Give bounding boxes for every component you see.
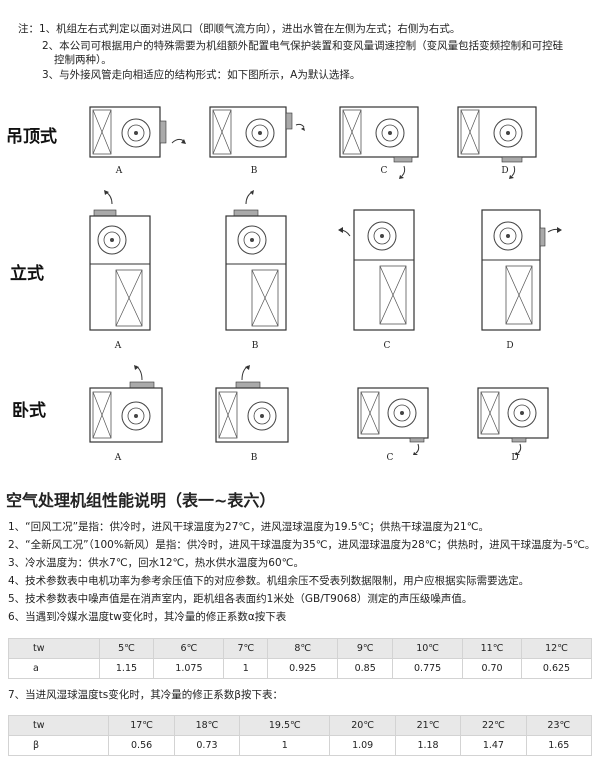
beta-correction-table: tw 17℃ 18℃ 19.5℃ 20℃ 21℃ 22℃ 23℃ β 0.56 … [7,715,593,756]
beta-header-cell: 21℃ [394,715,462,736]
vertical-unit-d-diagram [476,196,566,336]
vertical-unit-c-diagram [334,196,424,336]
beta-value-cell: 0.56 [108,735,175,756]
ceiling-unit-d-diagram [456,103,546,181]
vertical-label-c: C [383,341,391,351]
beta-table-value-row: β 0.56 0.73 1 1.09 1.18 1.47 1.65 [7,735,593,756]
alpha-header-cell: 10℃ [392,638,464,659]
vertical-mount-title: 立式 [10,264,44,284]
note-3: 3、与外接风管走向相适应的结构形式：如下图所示，A为默认选择。 [42,69,361,81]
alpha-value-cell: 1 [223,658,269,679]
alpha-value-cell: 0.70 [462,658,522,679]
alpha-header-cell: tw [8,638,100,659]
alpha-header-cell: 9℃ [337,638,394,659]
point-3: 3、冷水温度为：供水7℃，回水12℃，热水供水温度为60℃。 [8,557,304,569]
beta-table-header-row: tw 17℃ 18℃ 19.5℃ 20℃ 21℃ 22℃ 23℃ [7,715,593,736]
alpha-header-cell: 11℃ [462,638,522,659]
alpha-value-cell: 0.85 [337,658,394,679]
alpha-value-cell: a [8,658,100,679]
ceiling-unit-c-diagram [338,103,428,181]
alpha-table-value-row: a 1.15 1.075 1 0.925 0.85 0.775 0.70 0.6… [8,658,593,679]
alpha-header-cell: 8℃ [267,638,339,659]
horizontal-unit-a-diagram [86,362,170,448]
horizontal-unit-c-diagram [354,380,434,456]
alpha-value-cell: 1.075 [153,658,225,679]
ceiling-mount-title: 吊顶式 [6,127,57,147]
horizontal-unit-d-diagram [474,380,554,456]
point-2: 2、“全新风工况”（100%新风）是指：供冷时，进风干球温度为35℃，进风湿球温… [8,539,596,551]
horizontal-mount-title: 卧式 [12,401,46,421]
ceiling-label-c: C [380,166,388,176]
ceiling-unit-b-diagram [208,103,308,165]
alpha-header-cell: 7℃ [223,638,269,659]
point-5: 5、技术参数表中噪声值是在消声室内，距机组各表面约1米处（GB/T9068）测定… [8,593,473,605]
alpha-table-header-row: tw 5℃ 6℃ 7℃ 8℃ 9℃ 10℃ 11℃ 12℃ [8,638,593,659]
note-2-cont: 控制两种）。 [54,54,112,66]
alpha-value-cell: 0.625 [520,658,593,679]
beta-header-cell: tw [7,715,110,736]
point-1: 1、“回风工况”是指：供冷时，进风干球温度为27℃，进风湿球温度为19.5℃；供… [8,521,490,533]
ceiling-label-a: A [115,166,123,176]
point-4: 4、技术参数表中电机功率为参考余压值下的对应参数。机组余压不受表列数据限制，用户… [8,575,530,587]
horizontal-label-d: D [511,453,519,463]
beta-header-cell: 22℃ [460,715,527,736]
beta-header-cell: 23℃ [525,715,593,736]
vertical-label-d: D [506,341,514,351]
beta-value-cell: 0.73 [173,735,241,756]
vertical-label-b: B [251,341,259,351]
note-1: 注：1、机组左右式判定以面对进风口（即顺气流方向），进出水管在左侧为左式；右侧为… [18,23,461,35]
vertical-unit-b-diagram [220,186,300,336]
alpha-header-cell: 6℃ [153,638,225,659]
horizontal-label-a: A [114,453,122,463]
alpha-correction-table: tw 5℃ 6℃ 7℃ 8℃ 9℃ 10℃ 11℃ 12℃ a 1.15 1.0… [8,638,593,679]
horizontal-unit-b-diagram [212,362,296,448]
alpha-value-cell: 0.775 [392,658,464,679]
alpha-value-cell: 0.925 [267,658,339,679]
point-6: 6、当遇到冷媒水温度tw变化时，其冷量的修正系数α按下表 [8,611,287,623]
point-7: 7、当进风湿球温度ts变化时，其冷量的修正系数β按下表： [8,689,283,701]
vertical-unit-a-diagram [84,186,164,336]
beta-value-cell: 1.47 [460,735,527,756]
note-2: 2、本公司可根据用户的特殊需要为机组额外配置电气保护装置和变风量调速控制（变风量… [42,40,564,52]
ceiling-label-b: B [250,166,258,176]
beta-header-cell: 17℃ [108,715,175,736]
ceiling-unit-a-diagram [88,103,188,165]
beta-header-cell: 20℃ [329,715,396,736]
beta-value-cell: 1.09 [329,735,396,756]
alpha-header-cell: 12℃ [520,638,593,659]
horizontal-label-c: C [386,453,394,463]
beta-header-cell: 18℃ [173,715,241,736]
vertical-label-a: A [114,341,122,351]
alpha-value-cell: 1.15 [98,658,155,679]
beta-value-cell: 1 [239,735,331,756]
beta-value-cell: 1.18 [394,735,462,756]
beta-header-cell: 19.5℃ [239,715,331,736]
beta-value-cell: β [7,735,110,756]
alpha-header-cell: 5℃ [98,638,155,659]
beta-value-cell: 1.65 [525,735,593,756]
section-title: 空气处理机组性能说明（表一~表六） [6,491,276,510]
horizontal-label-b: B [250,453,258,463]
ceiling-label-d: D [501,166,509,176]
